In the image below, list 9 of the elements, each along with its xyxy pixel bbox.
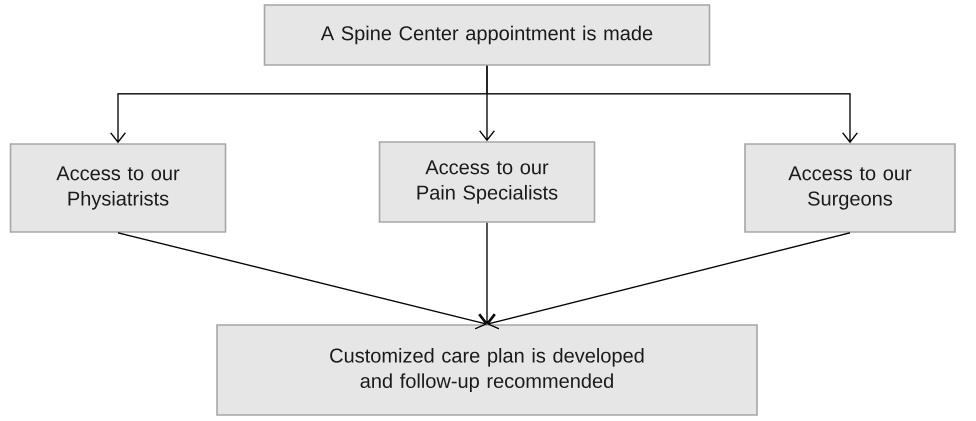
process-box: A Spine Center appointment is made (264, 4, 710, 66)
process-box: Access to our Surgeons (744, 143, 956, 233)
process-box: Access to our Pain Specialists (378, 141, 596, 223)
process-box: Access to our Physiatrists (10, 143, 226, 233)
arrow (479, 222, 495, 324)
process-box: Customized care plan is developed and follow-up recommended (216, 324, 758, 416)
arrow (487, 232, 850, 330)
arrow (118, 232, 487, 330)
arrow (486, 66, 858, 144)
